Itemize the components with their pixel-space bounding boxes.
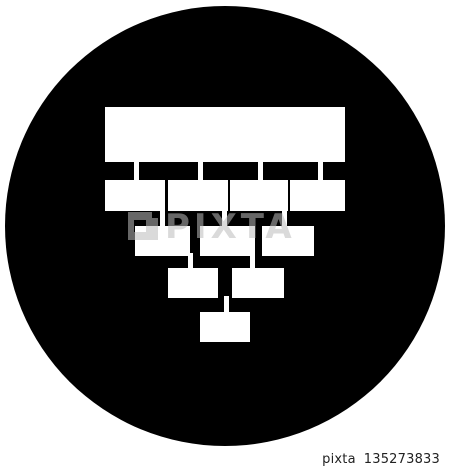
watermark-text: PIXTA	[165, 207, 296, 247]
level-2-box	[105, 180, 165, 211]
connector	[224, 296, 229, 314]
footer-credit: pixta 135273833	[322, 452, 440, 467]
connector	[134, 160, 139, 182]
level-4-box	[232, 268, 284, 298]
footer-brand: pixta	[322, 452, 356, 467]
watermark-logo-icon	[128, 212, 158, 240]
footer-image-id: 135273833	[363, 452, 440, 467]
bottom-box	[200, 312, 250, 342]
connector	[258, 160, 263, 182]
hierarchy-pyramid-icon	[105, 107, 345, 342]
footer-bar	[0, 448, 450, 469]
connector	[222, 208, 227, 228]
connector	[160, 208, 165, 228]
level-3-box	[262, 226, 314, 256]
level-2-box	[168, 180, 228, 211]
connector	[282, 208, 287, 228]
connector	[250, 253, 255, 271]
level-2-box	[230, 180, 288, 211]
connector	[188, 253, 193, 271]
top-box	[105, 107, 345, 162]
connector	[318, 160, 323, 182]
level-3-box	[200, 226, 255, 256]
connector	[198, 160, 203, 182]
level-4-box	[168, 268, 218, 298]
level-3-box	[135, 226, 190, 256]
level-2-box	[290, 180, 345, 211]
watermark	[128, 212, 158, 240]
